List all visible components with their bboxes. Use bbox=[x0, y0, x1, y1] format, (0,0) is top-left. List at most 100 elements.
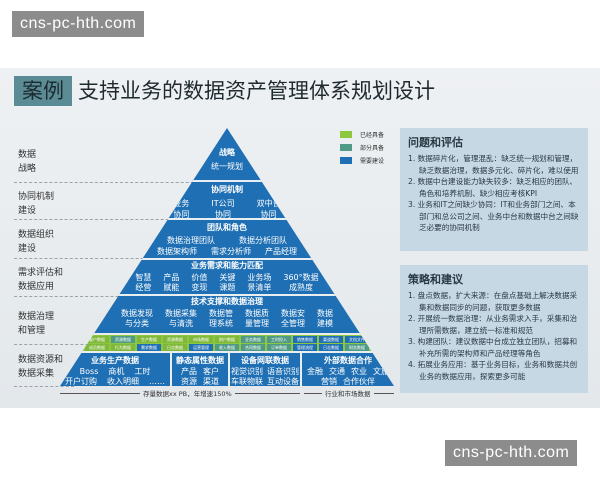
chip-row: 客户数据资源数据生产数据资源数据市场数据财户数据业务数据工时投入销售数据渠道数据… bbox=[84, 336, 370, 343]
legend-swatch bbox=[340, 157, 352, 164]
data-chip: 市场数据 bbox=[189, 336, 213, 343]
data-chip: 业务数据 bbox=[241, 336, 265, 343]
source-item: 交通 bbox=[329, 367, 345, 376]
layer-title: 团队和角色 bbox=[207, 223, 247, 232]
legend-swatch bbox=[340, 144, 352, 151]
layer-title: 协同机制 bbox=[211, 185, 243, 194]
data-chip: 财务数据 bbox=[345, 344, 369, 351]
layer-item: 数据分析团队 bbox=[239, 236, 287, 245]
legend-label: 已经具备 bbox=[360, 132, 385, 139]
divider bbox=[14, 386, 74, 387]
layer-title: 业务需求和能力匹配 bbox=[191, 261, 263, 270]
source-item: …… bbox=[149, 377, 165, 386]
source-item: 车联物联 bbox=[231, 377, 263, 386]
data-chip: 客户数据 bbox=[85, 336, 109, 343]
layer-item: 关键 课题 bbox=[219, 273, 236, 292]
layer-item: 统一规划 bbox=[211, 162, 243, 171]
data-chip: 资源数据 bbox=[111, 336, 135, 343]
source-item: 语音识别 bbox=[267, 367, 299, 376]
source-external: 外部数据合作 金融交通农业文旅营销合作伙伴 bbox=[302, 353, 394, 386]
data-chip: 管理流程 bbox=[293, 344, 317, 351]
source-item: 资源 bbox=[181, 377, 197, 386]
source-item: 农业 bbox=[351, 367, 367, 376]
data-chip: 行为数据 bbox=[111, 344, 135, 351]
panel-title: 策略和建议 bbox=[408, 273, 463, 286]
data-chip: 文档文件 bbox=[345, 336, 369, 343]
source-item: 视觉识别 bbox=[231, 367, 263, 376]
list-item: 1. 数据碎片化，管理混乱：缺乏统一规划和管理，缺乏数据治理，数据多元化、碎片化… bbox=[408, 154, 579, 175]
left-label-org: 数据组织 建设 bbox=[18, 230, 55, 254]
source-title: 静态属性数据 bbox=[176, 356, 224, 365]
source-item: 商机 bbox=[108, 367, 125, 376]
source-item: 金融 bbox=[307, 367, 323, 376]
layer-item: 数据 建模 bbox=[317, 309, 333, 328]
source-item: 收入明细 bbox=[107, 377, 139, 386]
left-label-strategy: 数据 战略 bbox=[18, 150, 37, 174]
layer-item: 数据采集 与清洗 bbox=[165, 309, 197, 328]
layer-item: 业务场 景清单 bbox=[247, 273, 272, 292]
layer-title: 战略 bbox=[219, 148, 235, 157]
data-chip: 运营管理 bbox=[189, 344, 213, 351]
left-label-collab: 协同机制 建设 bbox=[18, 192, 55, 216]
source-item: 文旅 bbox=[373, 367, 389, 376]
left-label-demand: 需求评估和 数据应用 bbox=[18, 268, 64, 292]
data-chip: 渠道数据 bbox=[319, 336, 343, 343]
layer-title: 技术支撑和数据治理 bbox=[191, 297, 263, 306]
layer-item: 数据架构师 bbox=[157, 247, 197, 256]
layer-item: 数据质 量管理 bbox=[245, 309, 269, 328]
data-chip: 订单数据 bbox=[267, 344, 291, 351]
legend-need: 需要建设 bbox=[340, 156, 384, 165]
data-chip: 日志数据 bbox=[163, 344, 187, 351]
legend-label: 部分具备 bbox=[360, 145, 385, 152]
layer-item: 360°数据 成熟度 bbox=[283, 273, 319, 292]
panel-issues: 问题和评估 1. 数据碎片化，管理混乱：缺乏统一规划和管理，缺乏数据治理，数据多… bbox=[400, 128, 588, 251]
layer-tech: 技术支撑和数据治理 数据发现 与分类数据采集 与清洗数据管 理系统数据质 量管理… bbox=[60, 294, 394, 333]
data-chip: 财户数据 bbox=[215, 336, 239, 343]
data-chip: 合同数据 bbox=[241, 344, 265, 351]
source-item: Boss bbox=[79, 367, 99, 376]
list-item: 4. 拓展业务应用：基于业务目标，业务和数据共创业务的数据应用，探索更多可能 bbox=[408, 360, 578, 381]
list-item: 2. 开展统一数据治理：从业务需求入手，采集和治理所需数据，建立统一标准和规范 bbox=[408, 314, 578, 335]
legend-partial: 部分具备 bbox=[340, 143, 384, 152]
divider bbox=[14, 182, 214, 183]
watermark-bottom: cns-pc-hth.com bbox=[445, 440, 578, 466]
source-title: 业务生产数据 bbox=[91, 356, 139, 365]
layer-item: 数据治理团队 bbox=[167, 236, 215, 245]
data-chip: 需求数据 bbox=[137, 344, 161, 351]
list-item: 3. 业务和IT之间缺少协同：IT和业务部门之间、本部门和总公司之间、业务中台和… bbox=[408, 200, 579, 232]
layer-team: 团队和角色 数据治理团队数据分析团队 数据架构师需求分析师产品经理 bbox=[60, 218, 394, 258]
layer-item: 数据安 全管理 bbox=[281, 309, 305, 328]
source-item: 开户订购 bbox=[65, 377, 97, 386]
list-item: 2. 数据中台建设能力缺失较多：缺乏相应的团队、角色和培养机制、缺少相应考核KP… bbox=[408, 177, 578, 198]
layer-item: 智慧 经营 bbox=[135, 273, 152, 292]
data-chips: 客户数据资源数据生产数据资源数据市场数据财户数据业务数据工时投入销售数据渠道数据… bbox=[60, 333, 394, 351]
data-chip: 日志数据 bbox=[319, 344, 343, 351]
divider bbox=[14, 219, 189, 220]
layer-item: 双中台 协同 bbox=[256, 199, 281, 219]
source-static: 静态属性数据 产品客户资源渠道 bbox=[172, 353, 230, 386]
case-tag: 案例 bbox=[14, 76, 72, 106]
source-title: 外部数据合作 bbox=[324, 356, 372, 365]
source-item: 营销 bbox=[321, 377, 337, 386]
data-chip: 生产数据 bbox=[137, 336, 161, 343]
left-label-sources: 数据资源和 数据采集 bbox=[18, 355, 64, 379]
layer-sources: 业务生产数据 Boss 商机工时开户订购 收入明细 …… 静态属性数据 产品客户资源渠… bbox=[60, 351, 394, 386]
list-item: 3. 构建团队：建议数据中台成立独立团队，招募和补充所需的架构师和产品经理等角色 bbox=[408, 337, 578, 358]
data-chip: 成员数据 bbox=[85, 344, 109, 351]
source-item: 工时 bbox=[134, 367, 151, 376]
data-chip: 资源数据 bbox=[163, 336, 187, 343]
chip-row: 成员数据行为数据需求数据日志数据运营管理收入数据合同数据订单数据管理流程日志数据… bbox=[84, 344, 370, 351]
source-item: 互动设备 bbox=[267, 377, 299, 386]
divider bbox=[14, 344, 109, 345]
layer-item: 价值 变现 bbox=[191, 273, 208, 292]
list-item: 1. 盘点数据，扩大来源：在盘点基础上解决数据采集和数据同步的问题，获取更多数据 bbox=[408, 291, 578, 312]
legend-ready: 已经具备 bbox=[340, 130, 384, 139]
layer-item: 需求分析师 bbox=[211, 247, 251, 256]
layer-item: IT公司 协同 bbox=[211, 199, 235, 219]
data-chip: 销售数据 bbox=[293, 336, 317, 343]
panel-title: 问题和评估 bbox=[408, 136, 463, 149]
divider bbox=[14, 258, 164, 259]
source-item: 合作伙伴 bbox=[343, 377, 375, 386]
